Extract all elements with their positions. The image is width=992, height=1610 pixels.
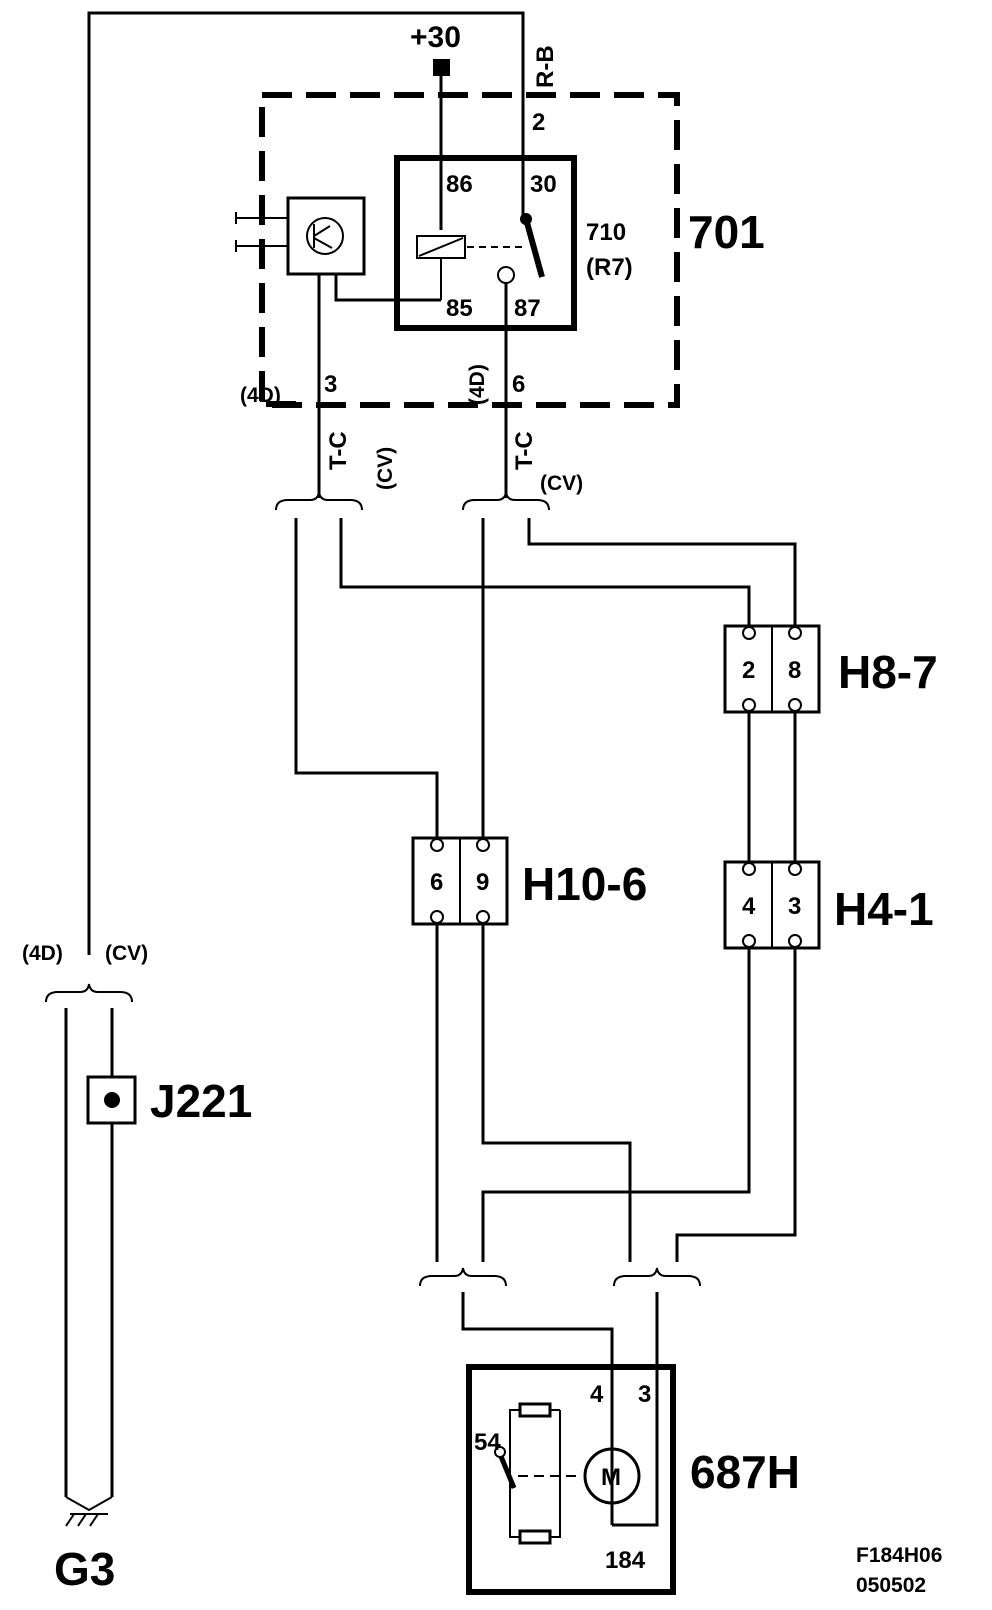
variant-split-left <box>275 491 363 511</box>
h10-6-pin-6: 6 <box>430 869 443 896</box>
variant-ground-cv: (CV) <box>105 942 148 965</box>
transistor-icon <box>306 217 344 255</box>
supply-label: +30 <box>410 21 461 54</box>
variant-split-lower-right <box>613 1267 701 1287</box>
variant-split-right <box>462 491 550 511</box>
relay-710 <box>394 155 577 331</box>
control-transistor-box <box>286 196 366 276</box>
motor-resistor-top <box>518 1402 552 1418</box>
relay-pin-85: 85 <box>446 295 473 322</box>
wire-to-h10-6 <box>294 518 439 843</box>
ground-hatch-3 <box>89 1513 99 1527</box>
h10-6-pin-top-b <box>476 838 490 852</box>
park-switch-label: 54 <box>474 1429 501 1456</box>
wire-h4-3-down <box>675 947 797 1262</box>
transistor-collector <box>313 225 331 237</box>
variant-split-lower-left <box>419 1267 507 1287</box>
motor-return <box>612 1508 659 1527</box>
relay-position: (R7) <box>586 254 633 281</box>
motor-687h <box>466 1364 676 1595</box>
wire-tc-right: T-C <box>511 431 538 470</box>
relay-contact-arm <box>523 218 545 278</box>
h4-1-pin-bottom-b <box>788 934 802 948</box>
wire-to-h8-2 <box>339 518 751 631</box>
ground-label: G3 <box>54 1543 115 1595</box>
h10-6-pin-bottom-a <box>430 910 444 924</box>
motor-number: 184 <box>605 1547 646 1574</box>
junction-dot <box>104 1092 120 1108</box>
relay-pin-86: 86 <box>446 171 473 198</box>
h8-7-pin-bottom-b <box>788 698 802 712</box>
junction-label: J221 <box>150 1075 252 1127</box>
h4-1-pin-top-a <box>742 862 756 876</box>
h4-1-pin-top-b <box>788 862 802 876</box>
h8-7-pin-2: 2 <box>742 657 755 684</box>
module-pin-3: 3 <box>324 371 337 398</box>
variant-split-ground <box>45 983 133 1003</box>
wire-h10-9-down <box>481 923 632 1262</box>
relay-pin-87: 87 <box>514 295 541 322</box>
motor-internal-frame <box>509 1409 561 1538</box>
ground-hatch-1 <box>65 1513 75 1527</box>
motor-resistor-bottom <box>518 1529 552 1545</box>
connector-h8-7-label: H8-7 <box>838 646 938 698</box>
variant-cv-left: (CV) <box>374 447 397 490</box>
supply-terminal <box>433 59 450 76</box>
transistor-emitter <box>313 237 333 249</box>
rb-wire <box>87 11 525 955</box>
connector-h4-1-label: H4-1 <box>834 883 934 935</box>
relay-module-label: 701 <box>688 206 765 258</box>
h10-6-pin-top-a <box>430 838 444 852</box>
relay-id: 710 <box>586 219 626 246</box>
wire-to-h8-8 <box>527 518 797 631</box>
h8-7-pin-8: 8 <box>788 657 801 684</box>
motor-pin-4: 4 <box>590 1381 604 1408</box>
wire-transistor-85 <box>334 274 441 302</box>
h4-1-pin-3: 3 <box>788 893 801 920</box>
h8-7-pin-top-b <box>788 626 802 640</box>
module-pin-6: 6 <box>512 371 525 398</box>
variant-cv-right: (CV) <box>540 472 583 495</box>
rb-pin-number: 2 <box>532 109 545 136</box>
park-switch-contact <box>494 1446 506 1458</box>
motor-label: 687H <box>690 1446 800 1498</box>
h4-1-pin-bottom-a <box>742 934 756 948</box>
wire-motor-pin4 <box>461 1292 614 1510</box>
ground-hatch-2 <box>77 1513 87 1527</box>
relay-module-outline <box>259 92 680 408</box>
variant-mid-4d: (4D) <box>466 364 489 405</box>
relay-coil-mark <box>418 237 464 257</box>
relay-pin-30: 30 <box>530 171 557 198</box>
h4-1-pin-4: 4 <box>742 893 756 920</box>
wire-h4-4-down <box>481 947 751 1262</box>
connector-h10-6-label: H10-6 <box>522 858 647 910</box>
rb-wire-label: R-B <box>532 45 559 88</box>
h8-7-pin-top-a <box>742 626 756 640</box>
variant-left-4d: (4D) <box>240 384 281 407</box>
motor-pin-3: 3 <box>638 1381 651 1408</box>
variant-ground-4d: (4D) <box>22 942 63 965</box>
drawing-date: 050502 <box>856 1574 926 1597</box>
relay-contact-87 <box>497 266 515 284</box>
h8-7-pin-bottom-a <box>742 698 756 712</box>
wire-tc-left: T-C <box>325 431 352 470</box>
ground-join <box>65 1496 113 1512</box>
park-switch-arm <box>497 1453 517 1489</box>
motor-symbol: M <box>601 1464 621 1491</box>
h10-6-pin-9: 9 <box>476 869 489 896</box>
drawing-code: F184H06 <box>856 1544 942 1567</box>
h10-6-pin-bottom-b <box>476 910 490 924</box>
